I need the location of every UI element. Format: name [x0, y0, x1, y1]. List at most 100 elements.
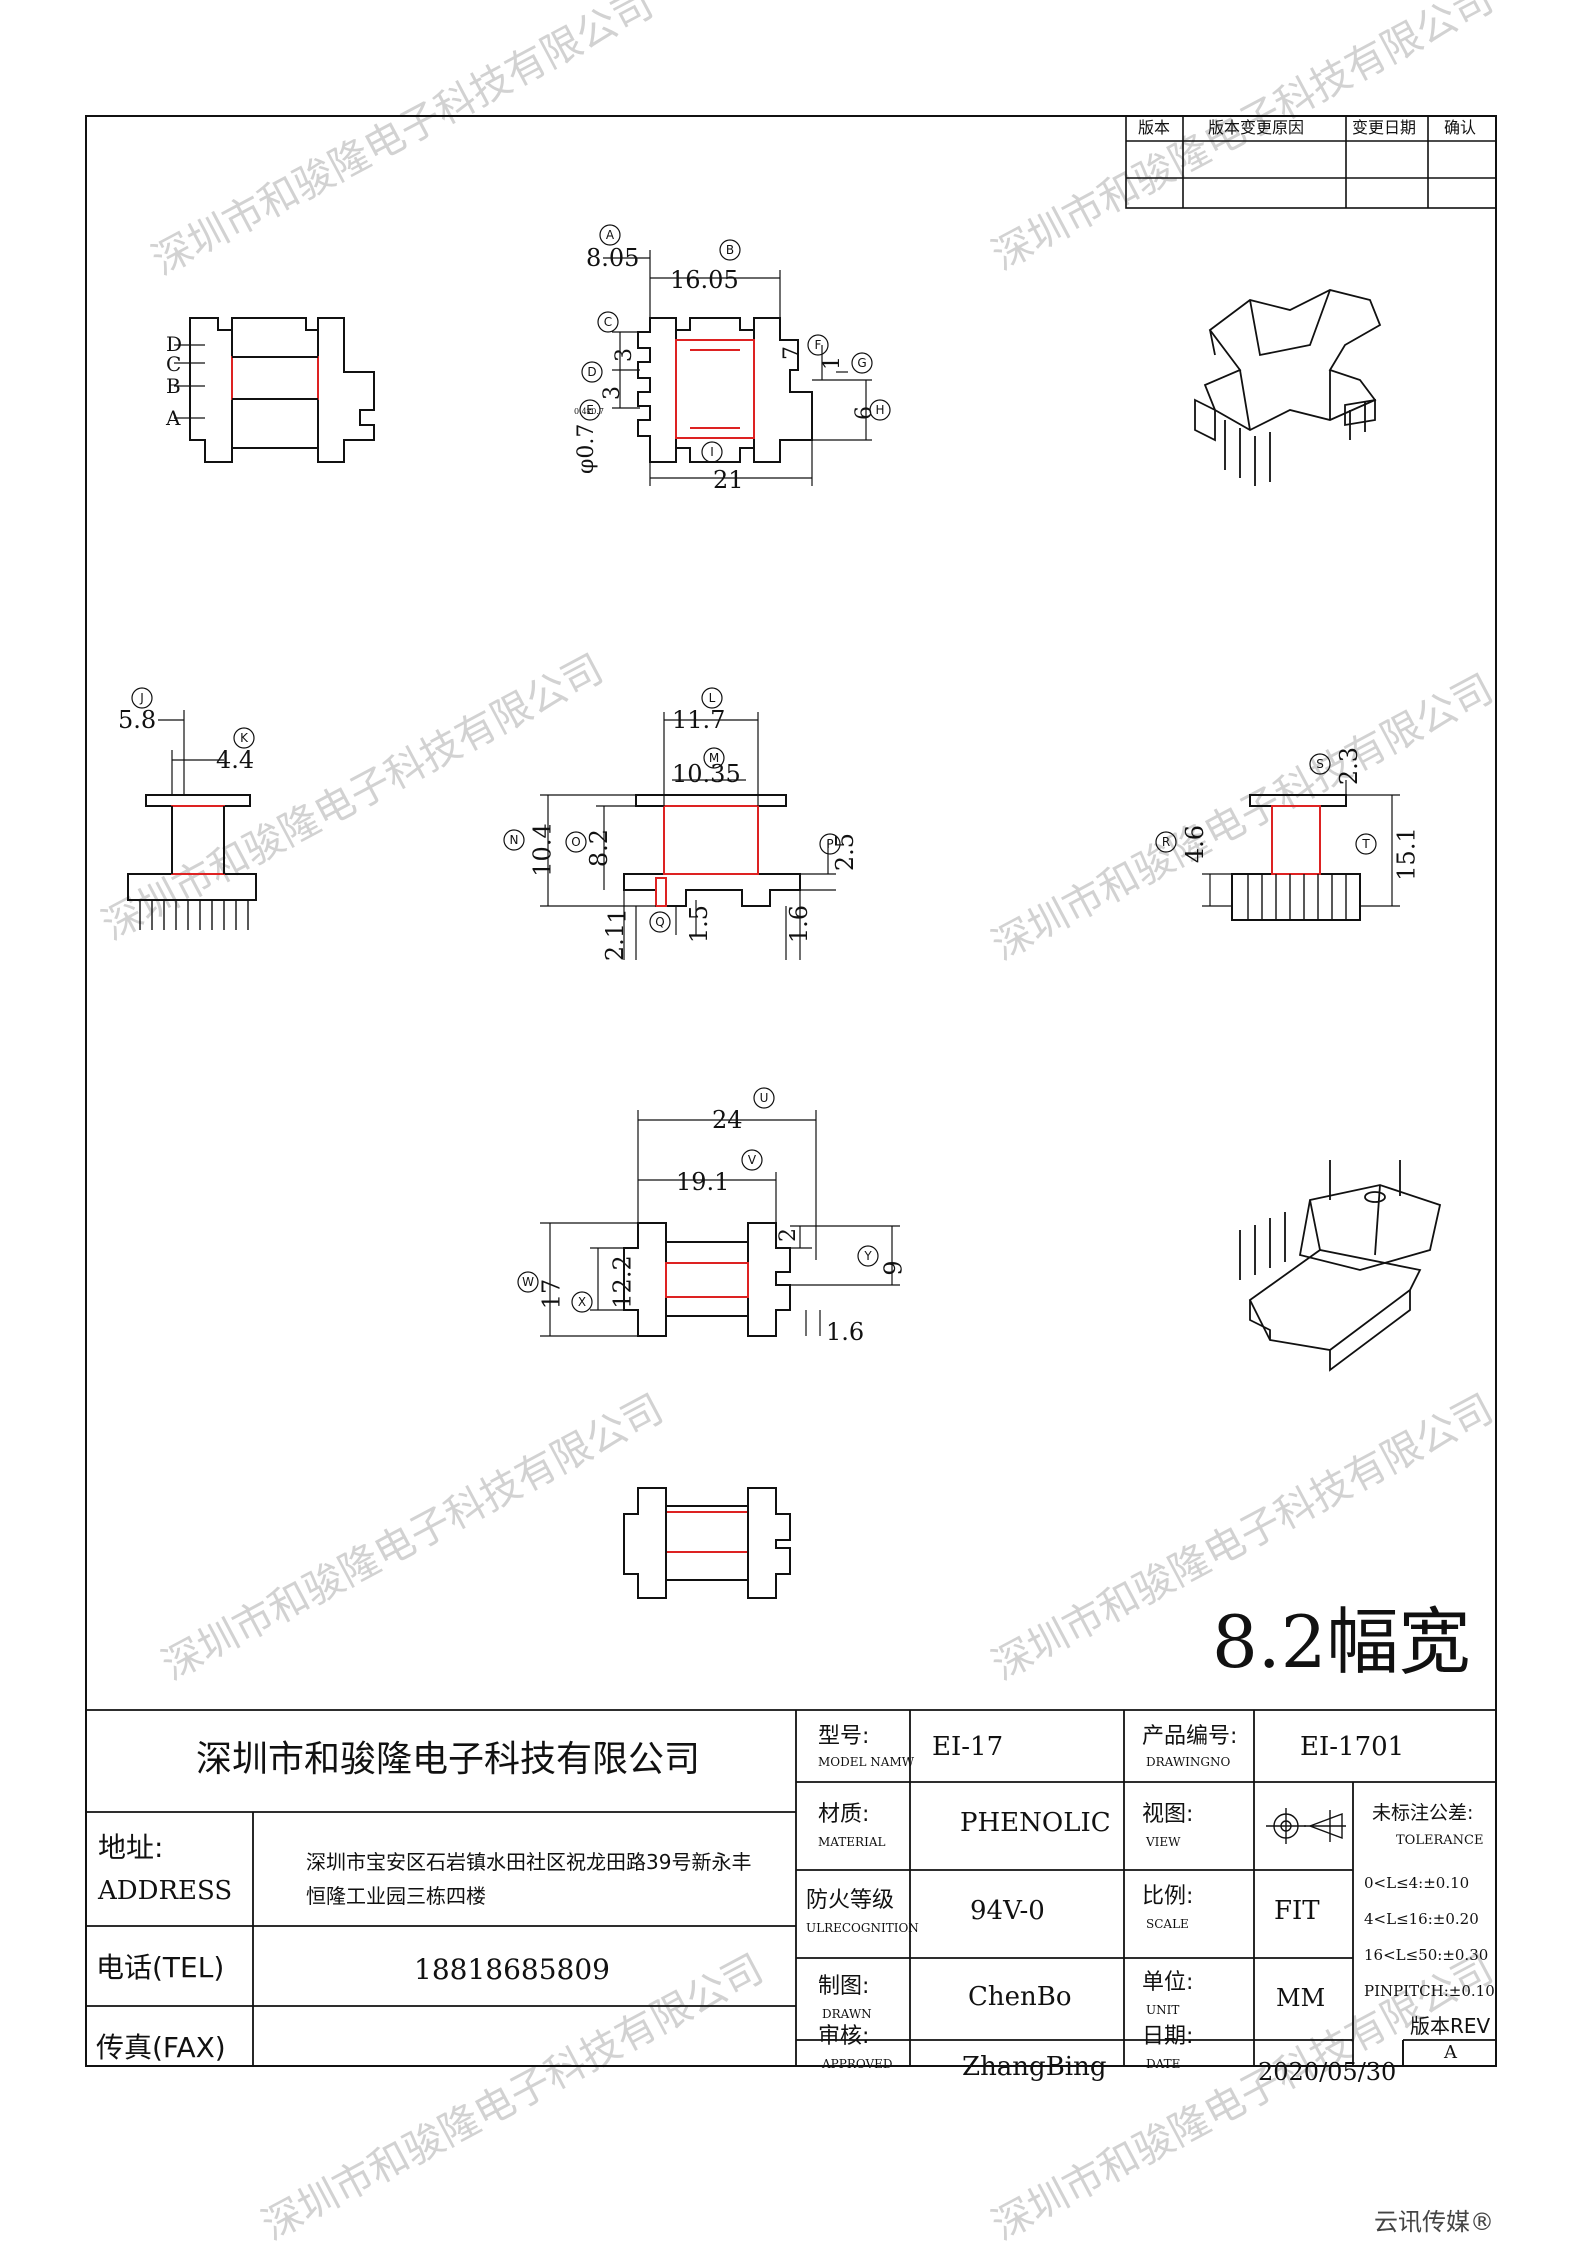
model-label: 型号:	[818, 1724, 870, 1749]
dim-D: 3	[600, 386, 625, 400]
dim-bubble-R: R	[1155, 831, 1177, 853]
svg-text:Q: Q	[655, 915, 664, 929]
view-label-en: VIEW	[1146, 1835, 1181, 1849]
fax-label: 传真(FAX)	[96, 2031, 226, 2064]
drawn-label: 制图:	[818, 1974, 870, 1999]
dim-bubble-W: W	[517, 1271, 539, 1293]
dim-bubble-I: I	[701, 441, 723, 463]
material-label-en: MATERIAL	[818, 1835, 886, 1849]
address-label: 地址:	[98, 1831, 164, 1864]
dim-bubble-N: N	[503, 829, 525, 851]
dim-J: 5.8	[118, 706, 157, 734]
drawn-label-en: DRAWN	[822, 2007, 872, 2021]
dim-bubble-G: G	[851, 352, 873, 374]
ul-value: 94V-0	[970, 1896, 1045, 1926]
bottom-view	[540, 1110, 900, 1337]
approved-label-en: APPROVED	[822, 2057, 893, 2071]
dim-bubble-M: M	[703, 747, 725, 769]
dim-B: 16.05	[670, 266, 739, 294]
material-value: PHENOLIC	[960, 1808, 1111, 1838]
iso-view-bottom	[1239, 1160, 1442, 1372]
dim-bubble-S: S	[1309, 753, 1331, 775]
svg-text:Y: Y	[863, 1249, 872, 1263]
dim-bubble-H: H	[869, 399, 891, 421]
svg-text:C: C	[604, 315, 612, 329]
scale-label: 比例:	[1142, 1884, 1194, 1909]
dim-O: 8.2	[585, 828, 614, 868]
left-elevation	[127, 710, 257, 930]
pin-label-C: C	[166, 352, 182, 376]
dim-bubble-Y: Y	[857, 1245, 879, 1267]
model-value: EI-17	[932, 1732, 1004, 1762]
drawing-no-value: EI-1701	[1300, 1732, 1405, 1762]
tel-value: 18818685809	[414, 1953, 610, 1986]
model-label-en: MODEL NAMW	[818, 1755, 915, 1769]
address-label-en: ADDRESS	[98, 1876, 233, 1906]
dim-bubble-X: X	[571, 1291, 593, 1313]
scale-value: FIT	[1274, 1896, 1320, 1926]
dim-pin-dia: φ0.7	[574, 423, 599, 474]
view-label: 视图:	[1142, 1802, 1194, 1827]
svg-text:K: K	[240, 731, 249, 745]
unit-value: MM	[1276, 1984, 1326, 2012]
dim-d2: 1	[603, 908, 632, 924]
dim-bubble-V: V	[741, 1149, 763, 1171]
ul-label: 防火等级	[806, 1888, 895, 1913]
dim-H: 6	[852, 406, 877, 420]
dim-bubble-T: T	[1355, 833, 1377, 855]
dim-N: 10.4	[528, 823, 557, 877]
tolerance-row: 4<L≤16:±0.20	[1364, 1910, 1479, 1928]
pin-label-A: A	[166, 406, 181, 430]
svg-text:A: A	[606, 228, 615, 242]
approved-value: ZhangBing	[962, 2052, 1107, 2082]
dim-V: 19.1	[676, 1168, 730, 1196]
approved-label: 审核:	[818, 2024, 870, 2049]
rev-value: A	[1444, 2042, 1457, 2063]
dim-K: 4.4	[216, 746, 255, 774]
svg-text:B: B	[726, 243, 734, 257]
pin-label-D: D	[166, 332, 183, 356]
dim-U: 24	[712, 1106, 743, 1134]
dim-bubble-A: A	[599, 224, 621, 246]
dim-bubble-J: J	[131, 687, 153, 709]
dim-bubble-F: F	[807, 334, 829, 356]
dim-T: 15.1	[1392, 827, 1421, 881]
drawing-no-label: 产品编号:	[1142, 1724, 1238, 1749]
rev-col-date: 变更日期	[1352, 118, 1417, 137]
dim-bubble-E: E	[579, 399, 601, 421]
dim-A: 8.05	[586, 244, 640, 272]
dim-I: 21	[713, 466, 744, 494]
svg-text:X: X	[578, 1295, 586, 1309]
dim-b2: 1.6	[826, 1318, 865, 1346]
unit-label: 单位:	[1142, 1970, 1194, 1995]
rev-col-reason: 版本变更原因	[1208, 118, 1305, 137]
dim-Q: 1.5	[685, 904, 714, 944]
dim-L: 11.7	[672, 706, 726, 734]
dim-M: 10.35	[672, 760, 741, 788]
svg-text:N: N	[510, 833, 519, 847]
svg-text:M: M	[709, 751, 719, 765]
svg-text:L: L	[709, 691, 716, 705]
date-label: 日期:	[1142, 2024, 1194, 2049]
drawing-frame	[85, 115, 1497, 2067]
footer-brand: 云讯传媒®	[1374, 2208, 1494, 2236]
drawn-value: ChenBo	[968, 1982, 1072, 2012]
address-line2: 恒隆工业园三栋四楼	[306, 1884, 486, 1908]
projection-symbol	[1266, 1808, 1346, 1844]
dim-Y: 9	[879, 1260, 908, 1276]
tolerance-label-en: TOLERANCE	[1396, 1833, 1484, 1848]
svg-text:P: P	[826, 837, 833, 851]
date-value: 2020/05/30	[1258, 2058, 1397, 2086]
company-name: 深圳市和骏隆电子科技有限公司	[196, 1739, 701, 1780]
revision-table	[1125, 115, 1497, 209]
dim-E: 0.4x0.7	[574, 407, 604, 416]
tel-label: 电话(TEL)	[96, 1951, 225, 1984]
top-view	[603, 250, 872, 486]
dim-W: 17	[537, 1278, 566, 1310]
dim-C: 3	[612, 348, 637, 362]
svg-text:O: O	[571, 835, 580, 849]
svg-text:E: E	[586, 403, 594, 417]
address-line1: 深圳市宝安区石岩镇水田社区祝龙田路39号新永丰	[306, 1850, 752, 1874]
tolerance-label: 未标注公差:	[1372, 1802, 1474, 1824]
